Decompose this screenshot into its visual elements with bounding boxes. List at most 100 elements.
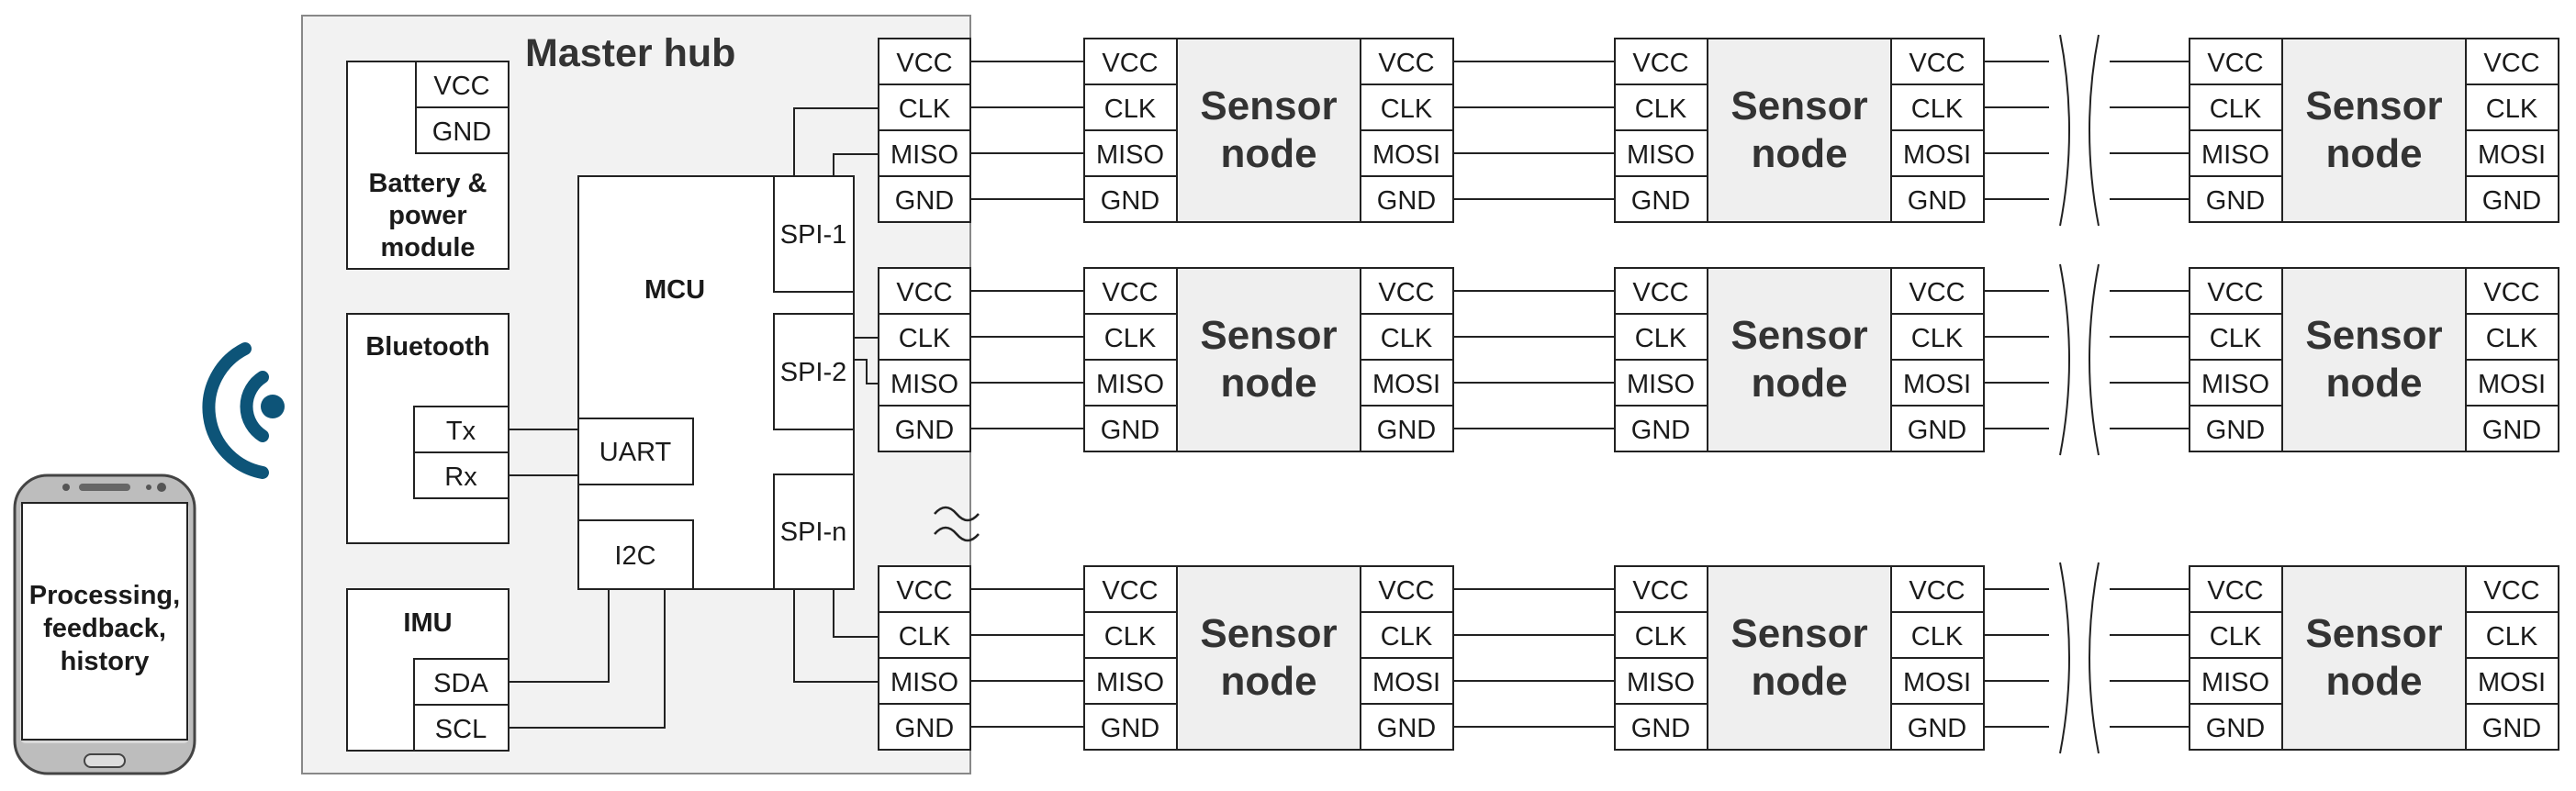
break-mark [2059, 562, 2070, 754]
node-right-pin-label: MOSI [2478, 668, 2546, 697]
phone-label-line-2: feedback, [43, 614, 166, 643]
node-right-pin-box [1360, 129, 1454, 177]
node-left-pin-label: CLK [1104, 622, 1157, 652]
uart-label: UART [599, 438, 672, 467]
node-left-pin-label: GND [1631, 714, 1690, 743]
node-right-pin-box [1360, 703, 1454, 751]
hub-pin-label: MISO [890, 140, 958, 170]
node-right-pin-box [1890, 38, 1985, 85]
node-right-pin-box [1360, 84, 1454, 131]
hub-pin-box [878, 175, 971, 223]
node-right-pin-label: GND [1377, 186, 1436, 216]
bluetooth-tx-pin: Tx [446, 417, 476, 446]
imu-module: IMU SDA SCL [346, 588, 510, 752]
node-right-pin-box [1890, 565, 1985, 613]
node-left-pin-label: CLK [2210, 324, 2262, 353]
node-right-pin-label: GND [1908, 186, 1966, 216]
sensor-node-label-line-2: node [1751, 131, 1847, 176]
node-left-pin-label: VCC [1102, 576, 1158, 606]
node-right-pin-label: VCC [1378, 576, 1434, 606]
master-hub-title: Master hub [525, 31, 735, 75]
sensor-node-label-line-2: node [2325, 659, 2422, 704]
node-right-pin-label: GND [2482, 714, 2541, 743]
node-right-pin-label: VCC [1909, 576, 1965, 606]
node-right-pin-box [1360, 611, 1454, 659]
node-right-pin-label: VCC [1378, 49, 1434, 78]
battery-label-line-1: Battery & [369, 169, 487, 198]
sensor-node-label-line-2: node [1220, 131, 1316, 176]
node-right-pin-box [1890, 267, 1985, 315]
node-left-pin-label: GND [1631, 186, 1690, 216]
node-right-pin-label: MOSI [1903, 370, 1971, 399]
node-left-pin-label: MISO [1096, 370, 1164, 399]
node-left-pin-label: VCC [1632, 278, 1688, 307]
node-right-pin-box [2465, 405, 2559, 452]
node-right-pin-box [2465, 611, 2559, 659]
hub-pin-box [878, 313, 971, 361]
sensor-node-label-line-1: Sensor [1200, 84, 1337, 128]
node-left-pin-label: GND [1101, 714, 1159, 743]
node-right-pin-label: MOSI [2478, 370, 2546, 399]
node-left-pin-label: GND [2206, 714, 2265, 743]
smartphone: Processing, feedback, history [13, 473, 196, 775]
break-mark [2089, 562, 2100, 754]
sensor-node-label-line-1: Sensor [1730, 313, 1867, 358]
hub-pin-label: GND [895, 714, 954, 743]
node-right-pin-label: VCC [1378, 278, 1434, 307]
hub-pin-label: GND [895, 416, 954, 445]
hub-internal-wiring [509, 107, 879, 729]
node-left-pin-box [1614, 175, 1708, 223]
node-right-pin-box [1890, 405, 1985, 452]
hub-pin-label: CLK [899, 324, 951, 353]
node-left-pin-box [1083, 565, 1178, 613]
sensor-node-label-line-1: Sensor [2305, 84, 2442, 128]
imu-scl-pin: SCL [435, 715, 487, 744]
imu-label: IMU [403, 608, 452, 638]
node-left-pin-label: MISO [1627, 668, 1695, 697]
node-right-pin-label: CLK [2486, 324, 2538, 353]
node-left-pin-box [2189, 405, 2283, 452]
imu-sda-pin: SDA [433, 669, 488, 698]
node-left-pin-box [1614, 565, 1708, 613]
node-right-pin-label: CLK [1911, 622, 1964, 652]
node-left-pin-label: MISO [1096, 140, 1164, 170]
node-right-pin-label: CLK [1381, 622, 1433, 652]
node-right-pin-box [1360, 359, 1454, 407]
node-left-pin-box [2189, 175, 2283, 223]
node-right-pin-label: CLK [1911, 324, 1964, 353]
hub-pin-label: CLK [899, 622, 951, 652]
mcu-label: MCU [644, 275, 705, 305]
node-left-pin-box [1083, 267, 1178, 315]
hub-pin-label: VCC [896, 49, 952, 78]
node-right-pin-label: MOSI [1903, 668, 1971, 697]
mcu: MCU SPI-1 SPI-2 SPI-n UART I2C [577, 175, 855, 590]
node-right-pin-box [2465, 38, 2559, 85]
node-right-pin-box [2465, 359, 2559, 407]
spi-2-label: SPI-2 [780, 358, 847, 387]
node-right-pin-label: MOSI [1372, 668, 1440, 697]
node-left-pin-label: GND [1101, 416, 1159, 445]
node-right-pin-label: MOSI [1372, 140, 1440, 170]
node-left-pin-box [1083, 611, 1178, 659]
battery-label-line-3: module [380, 233, 475, 262]
break-mark [2089, 263, 2100, 456]
sensor-node-label-line-1: Sensor [1730, 611, 1867, 656]
node-left-pin-label: CLK [2210, 622, 2262, 652]
sensor-node-label-line-2: node [1751, 361, 1847, 406]
node-left-pin-label: CLK [2210, 95, 2262, 124]
node-left-pin-box [1083, 313, 1178, 361]
bluetooth-module: Bluetooth Tx Rx [346, 313, 510, 544]
node-right-pin-box [2465, 175, 2559, 223]
node-left-pin-label: CLK [1104, 324, 1157, 353]
node-right-pin-label: CLK [2486, 95, 2538, 124]
hub-pin-box [878, 657, 971, 705]
spi-1-label: SPI-1 [780, 220, 847, 250]
battery-module: VCC GND Battery & power module [346, 61, 510, 270]
node-right-pin-label: CLK [1381, 324, 1433, 353]
node-left-pin-label: GND [1101, 186, 1159, 216]
node-right-pin-box [1890, 175, 1985, 223]
